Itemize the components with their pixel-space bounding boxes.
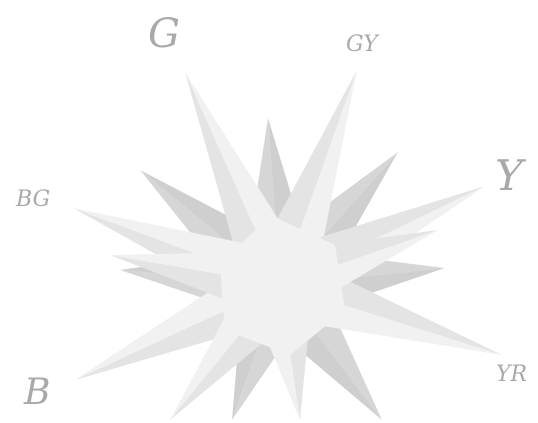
label-b: B xyxy=(23,372,50,413)
label-y: Y xyxy=(495,151,527,200)
label-bg: BG xyxy=(15,187,50,212)
star-polyhedron xyxy=(73,70,502,420)
label-yr: YR xyxy=(496,362,527,387)
label-g: G xyxy=(148,11,180,57)
label-gy: GY xyxy=(346,32,380,57)
